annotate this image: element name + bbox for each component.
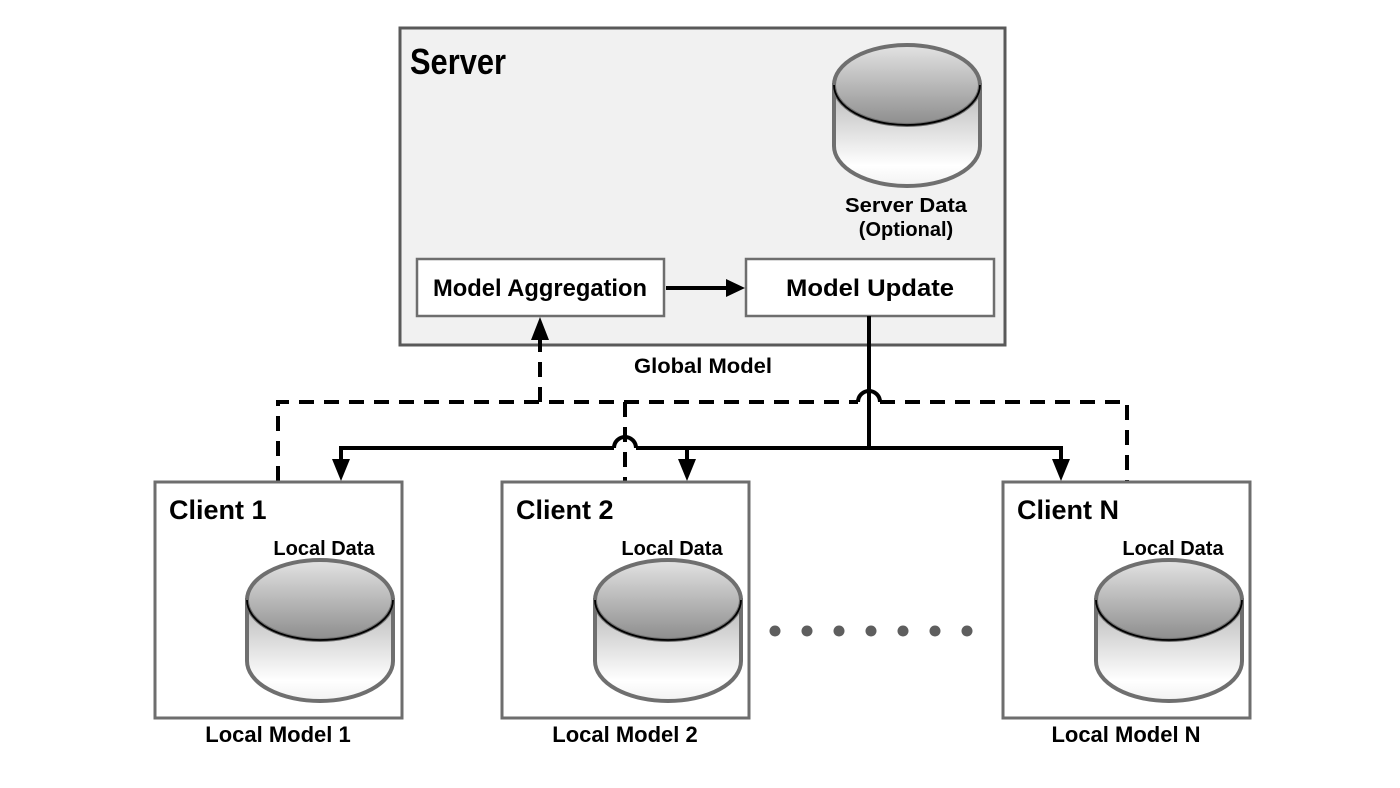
ellipsis-dot bbox=[961, 625, 973, 637]
global-model-download-solid-lines bbox=[332, 316, 1070, 481]
client-2-group: Client 2 Local Data Local Model 2 bbox=[500, 480, 751, 747]
server-database-cylinder-icon bbox=[832, 43, 982, 188]
down-arrowhead-client-n bbox=[1052, 459, 1070, 481]
model-update-label: Model Update bbox=[786, 275, 954, 302]
server-data-label-line2: (Optional) bbox=[859, 219, 953, 241]
client-1-local-data-label: Local Data bbox=[273, 538, 375, 560]
server-data-label-line1: Server Data bbox=[845, 195, 968, 217]
client-n-title: Client N bbox=[1017, 495, 1119, 525]
client-2-title: Client 2 bbox=[516, 495, 614, 525]
client-n-model-label: Local Model N bbox=[1051, 722, 1200, 747]
client-n-group: Client N Local Data Local Model N bbox=[1001, 480, 1252, 747]
global-model-label: Global Model bbox=[634, 355, 772, 378]
up-arrowhead bbox=[531, 317, 549, 340]
ellipsis-dots bbox=[769, 625, 973, 637]
ellipsis-dot bbox=[865, 625, 877, 637]
model-aggregation-box bbox=[415, 257, 666, 318]
client-n-database-cylinder-icon bbox=[1094, 558, 1244, 703]
solid-line-hop bbox=[612, 435, 638, 449]
ellipsis-dot bbox=[769, 625, 781, 637]
server-title: Server bbox=[410, 41, 506, 82]
ellipsis-dot bbox=[833, 625, 845, 637]
model-aggregation-label: Model Aggregation bbox=[433, 275, 647, 302]
down-arrowhead-client-2 bbox=[678, 459, 696, 481]
client-2-model-label: Local Model 2 bbox=[552, 722, 697, 747]
ellipsis-dot bbox=[897, 625, 909, 637]
client-1-title: Client 1 bbox=[169, 495, 267, 525]
client-n-local-data-label: Local Data bbox=[1122, 538, 1224, 560]
client-1-model-label: Local Model 1 bbox=[205, 722, 350, 747]
ellipsis-dot bbox=[801, 625, 813, 637]
client-2-local-data-label: Local Data bbox=[621, 538, 723, 560]
client-2-database-cylinder-icon bbox=[593, 558, 743, 703]
down-arrowhead-client-1 bbox=[332, 459, 350, 481]
ellipsis-dot bbox=[929, 625, 941, 637]
client-1-database-cylinder-icon bbox=[245, 558, 395, 703]
client-1-group: Client 1 Local Data Local Model 1 bbox=[153, 480, 404, 747]
aggregation-to-update-arrow bbox=[666, 279, 745, 297]
